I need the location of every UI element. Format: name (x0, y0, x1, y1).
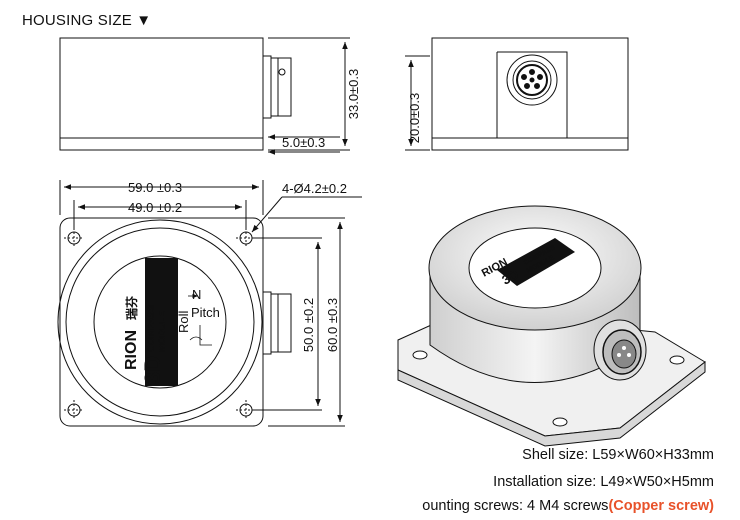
dim-height-hole: 50.0 ±0.2 (301, 298, 316, 352)
label-compass: COMPASS (146, 305, 157, 352)
dim-side-height: 33.0±0.3 (346, 69, 361, 120)
dim-hole-spec: 4-Ø4.2±0.2 (282, 181, 347, 196)
axis-marks: Pitch N Roll (176, 287, 220, 346)
top-view (57, 180, 362, 427)
dim-side-plate: 5.0±0.3 (282, 135, 325, 150)
spec-mounting-screws: ounting screws: 4 M4 screws(Copper screw… (422, 498, 714, 514)
spec-shell-size: Shell size: L59×W60×H33mm (522, 447, 714, 463)
brand-cn: 瑞芬 (124, 295, 139, 320)
dim-height-outer: 60.0 ±0.3 (325, 298, 340, 352)
axis-roll: Roll (176, 310, 191, 333)
brand-logo: RION (123, 330, 140, 370)
iso-model-3d: 3D (499, 267, 521, 288)
label-module: MODULE (157, 311, 168, 352)
spec-screws-highlight: (Copper screw) (608, 498, 714, 514)
front-view (405, 37, 629, 151)
spec-screws-text: ounting screws: 4 M4 screws (422, 498, 609, 514)
isometric-view: RION 3D COMPASS MODULE (397, 205, 706, 447)
side-view (59, 37, 350, 155)
dim-width-hole: 49.0 ±0.2 (128, 200, 182, 215)
dim-width-outer: 59.0 ±0.3 (128, 180, 182, 195)
axis-north: N (192, 287, 201, 302)
spec-installation-size: Installation size: L49×W50×H5mm (493, 474, 714, 490)
page-title: HOUSING SIZE ▼ (22, 12, 152, 29)
module-label: RION 瑞芬 3D COMPASS MODULE (123, 295, 168, 384)
model-3d: 3D (140, 356, 165, 384)
dim-connector-height: 20.0±0.3 (407, 93, 422, 144)
axis-pitch: Pitch (191, 305, 220, 320)
